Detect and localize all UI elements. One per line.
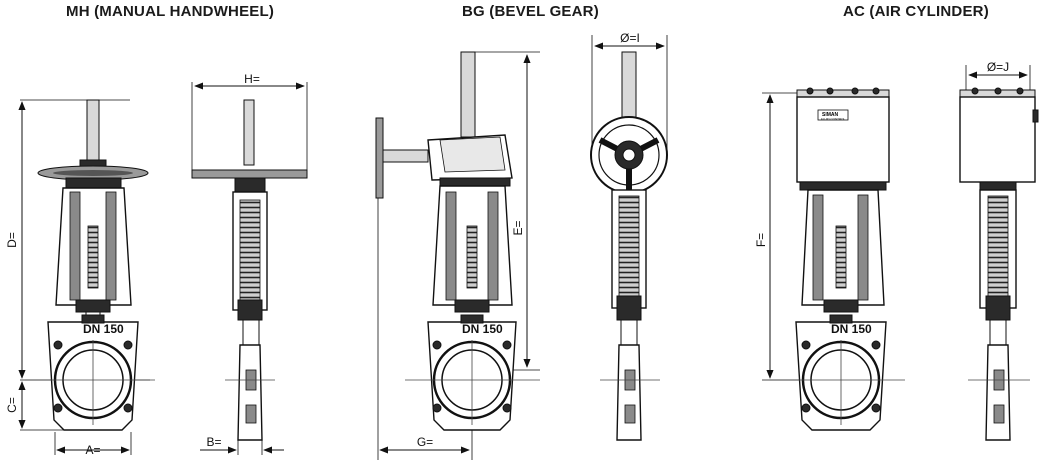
panel-title-ac: AC (AIR CYLINDER) <box>843 3 989 20</box>
mh-plate-dn: DN 150 <box>83 322 124 336</box>
bg-plate-dn: DN 150 <box>462 322 503 336</box>
bg-side-view <box>590 35 668 441</box>
dim-label-a: A= <box>85 443 100 457</box>
cylinder-label-line2: FLUID CONTROL <box>821 117 846 121</box>
mh-side-view <box>191 82 308 455</box>
bg-front-view: DN 150 <box>375 51 540 460</box>
dim-label-e: E= <box>511 220 525 235</box>
ac-side-view <box>959 65 1039 441</box>
cylinder-label-line1: SIMAN <box>822 112 839 118</box>
dim-label-c: C= <box>5 397 19 413</box>
dim-label-f: F= <box>754 233 768 247</box>
ac-front-view: SIMAN FLUID CONTROL DN 150 <box>762 87 905 431</box>
ac-plate-dn: DN 150 <box>831 322 872 336</box>
dim-label-b: B= <box>206 435 221 449</box>
mh-front-view: DN 150 <box>20 99 155 455</box>
dim-label-d: D= <box>5 232 19 248</box>
dim-label-h: H= <box>244 72 260 86</box>
dim-label-i: Ø=I <box>620 31 640 45</box>
panel-title-bg: BG (BEVEL GEAR) <box>462 3 599 20</box>
dim-label-j: Ø=J <box>987 60 1009 74</box>
dim-label-g: G= <box>417 435 433 449</box>
panel-title-mh: MH (MANUAL HANDWHEEL) <box>66 3 275 20</box>
